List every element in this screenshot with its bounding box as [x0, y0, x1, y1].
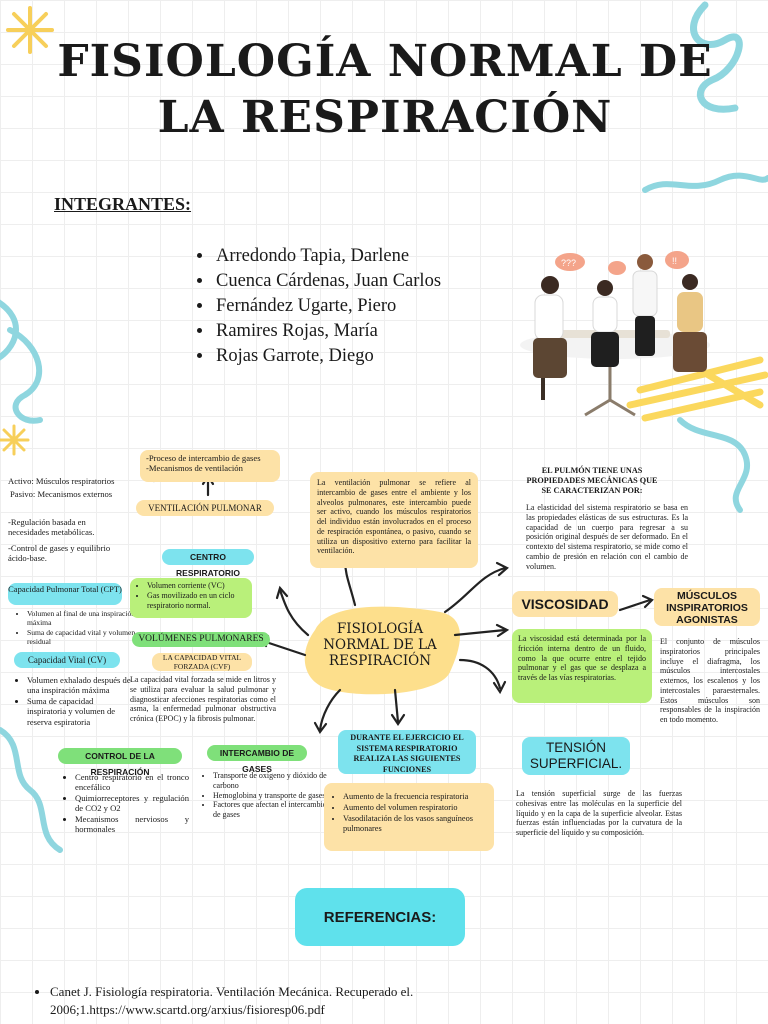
list-item: Volumen al final de una inspiración máxi… [27, 609, 139, 628]
ventilacion-label: VENTILACIÓN PULMONAR [136, 500, 274, 516]
list-item: Mecanismos nerviosos y hormonales [75, 814, 189, 835]
list-item: Gas movilizado en un ciclo respiratorio … [147, 591, 248, 611]
svg-text:???: ??? [561, 258, 576, 268]
tension-label: TENSIÓN SUPERFICIAL. [522, 737, 630, 775]
references-list: Canet J. Fisiología respiratoria. Ventil… [36, 983, 510, 1019]
gas-exchange-box: -Proceso de intercambio de gases -Mecani… [140, 450, 280, 482]
members-label: INTEGRANTES: [54, 194, 192, 214]
cv-label: Capacidad Vital (CV) [14, 652, 120, 668]
volumenes-label: VOLÚMENES PULMONARES [132, 632, 270, 647]
starburst-icon [6, 6, 54, 54]
list-item: Canet J. Fisiología respiratoria. Ventil… [50, 983, 510, 1019]
cv-list: Volumen exhalado después de una inspirac… [14, 675, 133, 727]
list-item: Arredondo Tapia, Darlene [214, 244, 441, 269]
members-list: Arredondo Tapia, Darlene Cuenca Cárdenas… [198, 244, 441, 369]
starburst-icon [0, 424, 30, 456]
list-item: Transporte de oxígeno y dióxido de carbo… [213, 771, 329, 791]
list-item: Centro respiratorio en el tronco encefál… [75, 772, 189, 793]
tension-text: La tensión superficial surge de las fuer… [516, 789, 682, 837]
list-item: Volumen corriente (VC) [147, 581, 248, 591]
center-topic: FISIOLOGÍA NORMAL DE LA RESPIRACIÓN [323, 621, 437, 669]
center-blob-shape [304, 606, 460, 695]
list-item: Volumen exhalado después de una inspirac… [27, 675, 133, 696]
list-item: Quimiorreceptores y regulación de CO2 y … [75, 793, 189, 814]
viscosidad-label: VISCOSIDAD [512, 591, 618, 617]
references-label: REFERENCIAS: [295, 888, 465, 946]
ventilacion-text: La ventilación pulmonar se refiere al in… [310, 472, 478, 568]
squiggle-decoration [690, 1, 743, 113]
list-item: Suma de capacidad vital y volumen residu… [27, 628, 139, 647]
intercambio-list: Transporte de oxígeno y dióxido de carbo… [200, 771, 329, 820]
viscosidad-text: La viscosidad está determinada por la fr… [512, 629, 652, 703]
speech-bubble-icon [608, 261, 626, 275]
squiggle-decoration [0, 727, 63, 853]
list-item: Rojas Garrote, Diego [214, 344, 441, 369]
cvf-text: La capacidad vital forzada se mide en li… [130, 675, 276, 723]
list-item: Ramires Rojas, María [214, 319, 441, 344]
pulmon-heading: EL PULMÓN TIENE UNAS PROPIEDADES MECÁNIC… [526, 466, 658, 495]
scribble-decoration [626, 356, 768, 422]
speech-bubble-icon: ??? [555, 253, 585, 271]
musculos-text: El conjunto de músculos inspiratorios pr… [660, 637, 760, 724]
list-item: Vasodilatación de los vasos sanguíneos p… [343, 814, 488, 836]
list-item: -Mecanismos de ventilación [146, 463, 243, 474]
list-item: Aumento del volumen respiratorio [343, 803, 488, 814]
control-list: Centro respiratorio en el tronco encefál… [62, 772, 189, 835]
list-item: Aumento de la frecuencia respiratoria [343, 792, 488, 803]
control-gases-text: -Control de gases y equilibrio ácido-bas… [8, 543, 111, 564]
list-item: -Proceso de intercambio de gases [146, 453, 261, 463]
list-item: Hemoglobina y transporte de gases [213, 791, 329, 801]
list-item: Cuenca Cárdenas, Juan Carlos [214, 269, 441, 294]
ejercicio-label: DURANTE EL EJERCICIO EL SISTEMA RESPIRAT… [338, 730, 476, 774]
volumes-box: Volumen corriente (VC) Gas movilizado en… [130, 578, 252, 618]
intercambio-gases-label: INTERCAMBIO DE GASES [207, 745, 307, 774]
team-meeting-illustration: ??? !! [520, 251, 710, 417]
page-title: FISIOLOGÍA NORMAL DE LA RESPIRACIÓN [57, 36, 713, 143]
control-respiracion-label: CONTROL DE LA RESPIRACIÓN [58, 748, 182, 777]
musculos-label: MÚSCULOS INSPIRATORIOS AGONISTAS [654, 588, 760, 626]
list-item: Factores que afectan el intercambio de g… [213, 800, 329, 820]
centro-respiratorio-label: CENTRO RESPIRATORIO [162, 549, 254, 578]
cpt-list: Volumen al final de una inspiración máxi… [14, 609, 139, 646]
pasivo-text: Pasivo: Mecanismos externos [10, 489, 113, 499]
squiggle-decoration [677, 417, 750, 513]
elasticidad-text: La elasticidad del sistema respiratorio … [526, 503, 688, 571]
squiggle-decoration [0, 299, 43, 424]
list-item: Fernández Ugarte, Piero [214, 294, 441, 319]
speech-bubble-icon: !! [665, 251, 689, 269]
squiggle-decoration [642, 172, 768, 193]
regulacion-text: -Regulación basada en necesidades metabó… [8, 517, 95, 538]
cpt-label: Capacidad Pulmonar Total (CPT) [8, 583, 122, 605]
cvf-label: LA CAPACIDAD VITAL FORZADA (CVF) [152, 653, 252, 671]
list-item: Suma de capacidad inspiratoria y volumen… [27, 696, 133, 727]
activo-text: Activo: Músculos respiratorios [8, 476, 115, 486]
svg-text:!!: !! [672, 256, 677, 266]
ejercicio-box: Aumento de la frecuencia respiratoria Au… [324, 783, 494, 851]
